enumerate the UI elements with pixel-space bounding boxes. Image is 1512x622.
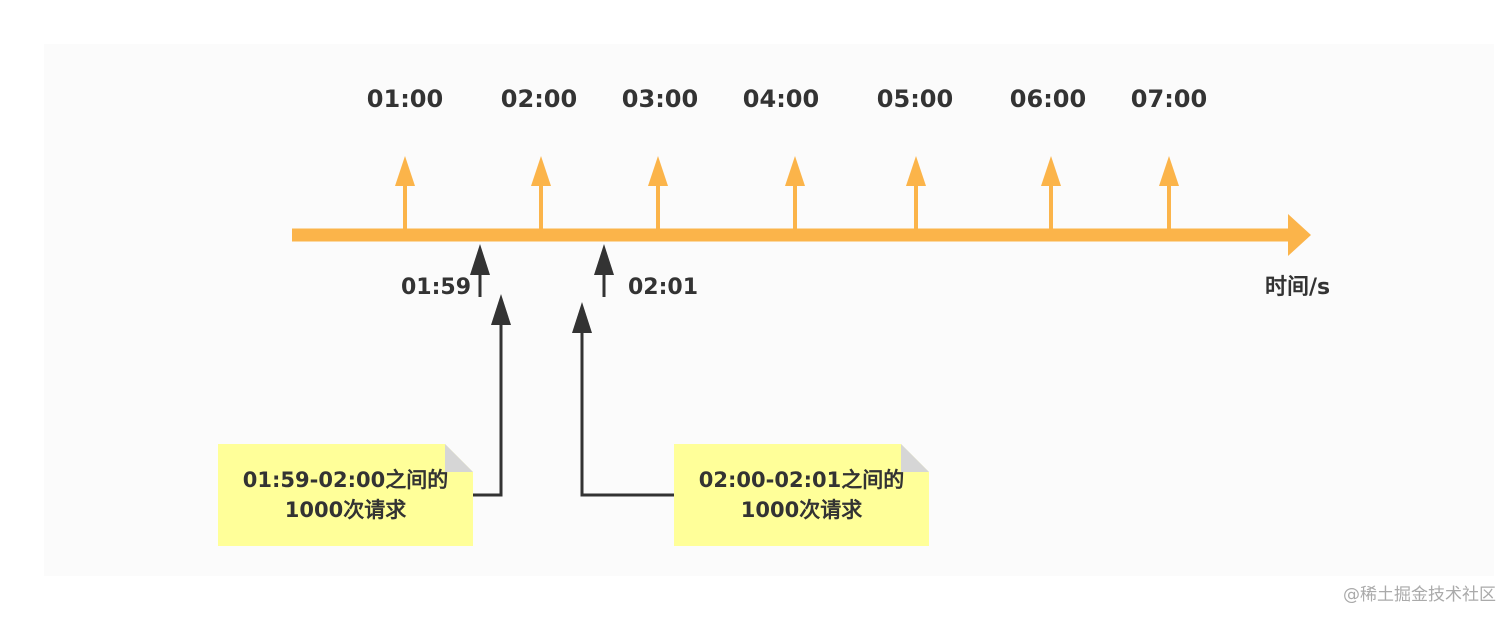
marker-arrow-0159 xyxy=(470,244,490,297)
marker-label-0159: 01:59 xyxy=(401,275,472,300)
note-left-line2: 1000次请求 xyxy=(284,498,407,522)
tick-label-0300: 03:00 xyxy=(621,85,699,113)
time-axis-arrowhead xyxy=(1288,214,1311,256)
tick-label-0100: 01:00 xyxy=(366,85,444,113)
tick-arrow-0100 xyxy=(395,156,415,229)
tick-label-0200: 02:00 xyxy=(500,85,578,113)
tick-arrow-0600 xyxy=(1041,156,1061,229)
tick-label-0700: 07:00 xyxy=(1130,85,1208,113)
tick-label-0600: 06:00 xyxy=(1009,85,1087,113)
note-left: 01:59-02:00之间的 1000次请求 xyxy=(218,444,473,546)
connector-left-note xyxy=(472,294,511,497)
marker-label-0201: 02:01 xyxy=(628,275,699,300)
axis-unit-label: 时间/s xyxy=(1265,275,1331,300)
tick-arrow-0200 xyxy=(531,156,551,229)
tick-arrow-0300 xyxy=(648,156,668,229)
tick-label-0400: 04:00 xyxy=(742,85,820,113)
tick-label-0500: 05:00 xyxy=(876,85,954,113)
marker-arrow-0201 xyxy=(594,244,614,297)
note-right-line2: 1000次请求 xyxy=(740,498,863,522)
tick-arrow-0400 xyxy=(785,156,805,229)
note-left-line1: 01:59-02:00之间的 xyxy=(242,467,449,492)
note-right-line1: 02:00-02:01之间的 xyxy=(698,467,905,492)
connector-right-note xyxy=(572,302,676,497)
note-right: 02:00-02:01之间的 1000次请求 xyxy=(674,444,929,546)
tick-arrow-0700 xyxy=(1159,156,1179,229)
watermark-text: @稀土掘金技术社区 xyxy=(1343,585,1496,605)
tick-arrow-0500 xyxy=(906,156,926,229)
